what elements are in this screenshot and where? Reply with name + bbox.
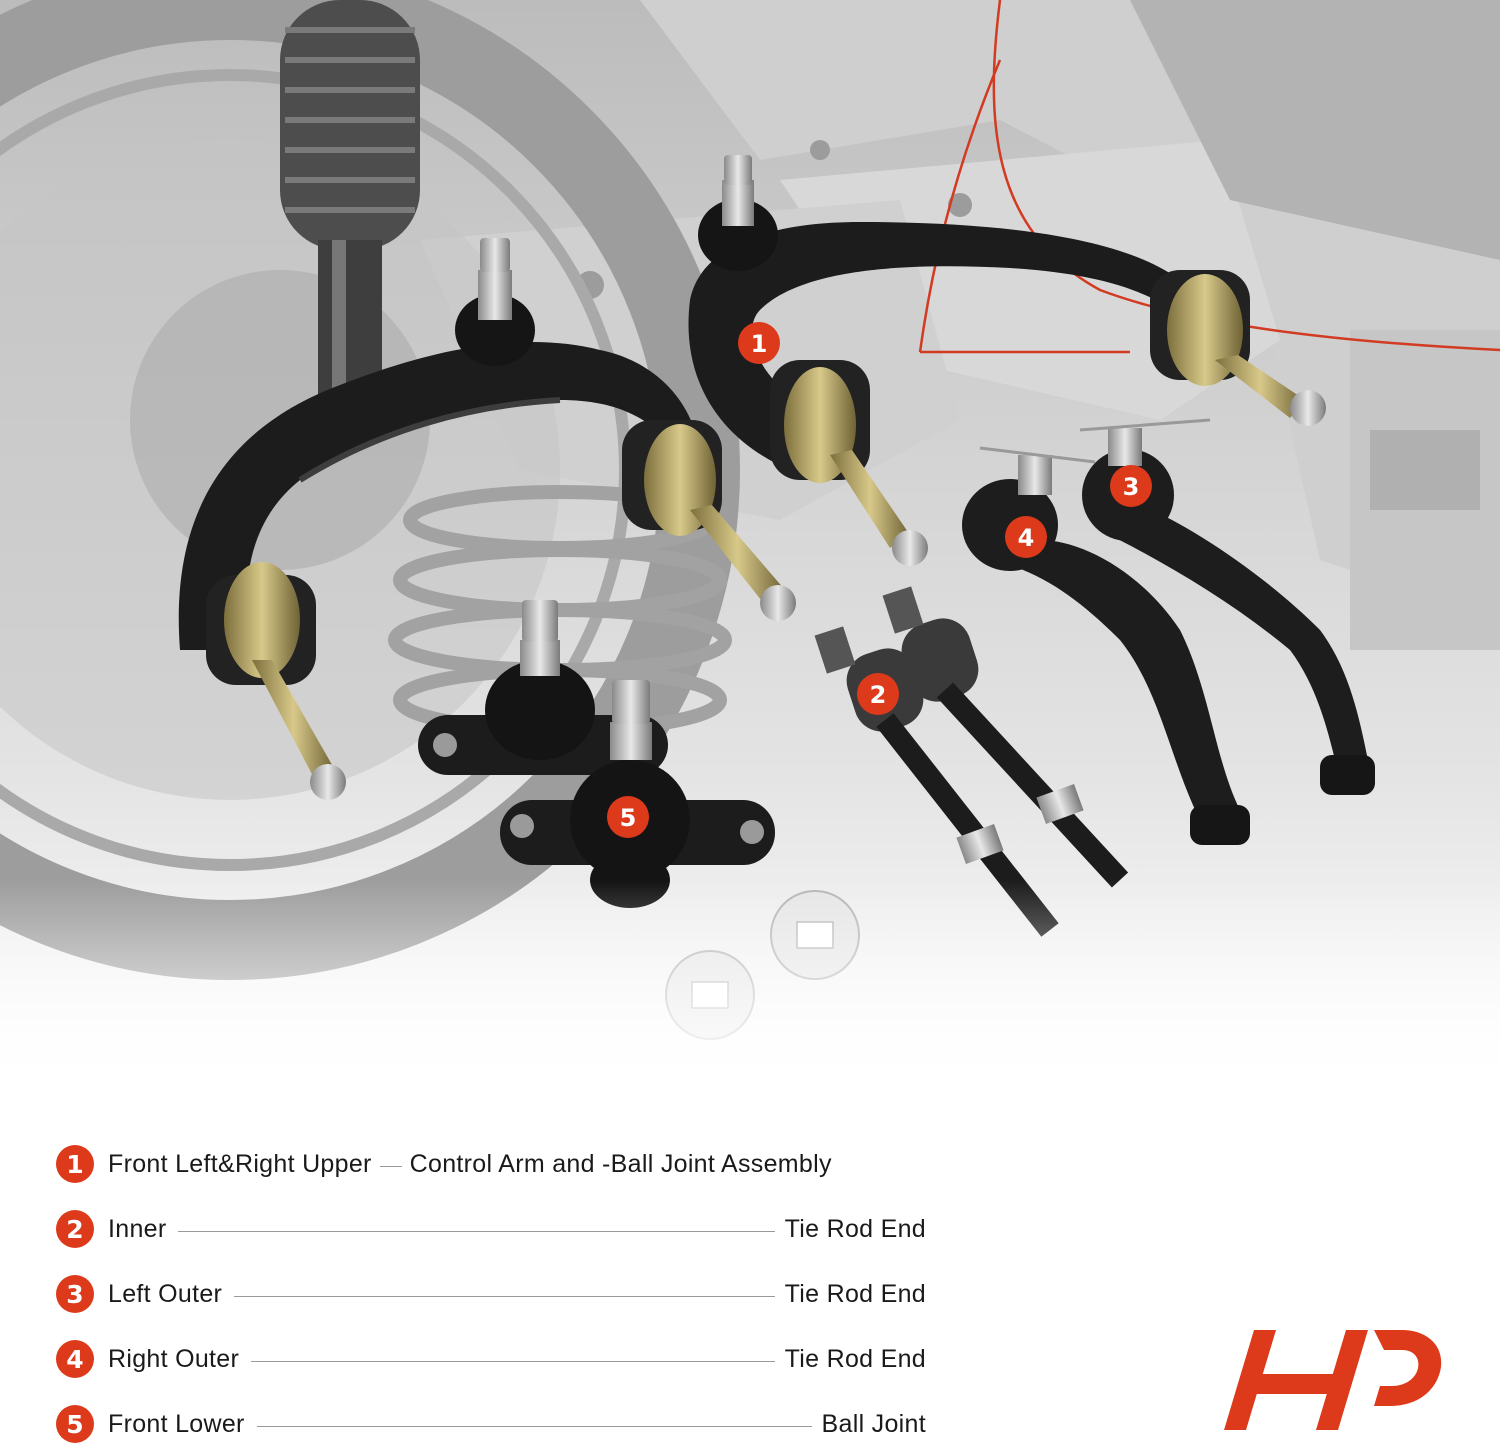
callout-badge-4: 4 [1005, 516, 1047, 558]
legend-badge-3: 3 [56, 1275, 94, 1313]
legend-leader-line-4 [251, 1360, 775, 1362]
legend-badge-5: 5 [56, 1405, 94, 1443]
legend-description-4: Tie Rod End [784, 1344, 926, 1373]
callout-number-1: 1 [751, 330, 768, 358]
callout-number-3: 3 [1123, 473, 1140, 501]
callout-number-5: 5 [620, 804, 637, 832]
product-photo: 1 2 3 4 5 [0, 0, 1500, 1120]
callout-number-4: 4 [1018, 524, 1035, 552]
legend-description-5: Ball Joint [821, 1409, 926, 1438]
legend-row-4: 4 Right Outer Tie Rod End [56, 1339, 926, 1379]
legend-label-5: Front Lower [108, 1409, 245, 1438]
legend-row-2: 2 Inner Tie Rod End [56, 1209, 926, 1249]
callout-badge-5: 5 [607, 796, 649, 838]
legend-badge-4: 4 [56, 1340, 94, 1378]
legend-label-4: Right Outer [108, 1344, 240, 1373]
legend-description-1: Control Arm and -Ball Joint Assembly [409, 1149, 832, 1178]
legend-label-2: Inner [108, 1214, 167, 1243]
upper-control-arm-left [178, 238, 796, 800]
lower-ball-joints [418, 600, 775, 908]
legend-row-3: 3 Left Outer Tie Rod End [56, 1274, 926, 1314]
legend-description-3: Tie Rod End [784, 1279, 926, 1308]
legend-badge-2: 2 [56, 1210, 94, 1248]
legend-label-1: Front Left&Right Upper [108, 1149, 372, 1178]
callout-badge-1: 1 [738, 322, 780, 364]
callout-number-2: 2 [870, 681, 887, 709]
legend-badge-1: 1 [56, 1145, 94, 1183]
legend-leader-line-2 [178, 1230, 775, 1232]
legend-label-3: Left Outer [108, 1279, 223, 1308]
callout-badge-2: 2 [857, 673, 899, 715]
legend-row-1: 1 Front Left&Right Upper Control Arm and… [56, 1144, 926, 1184]
legend-description-2: Tie Rod End [784, 1214, 926, 1243]
legend-row-5: 5 Front Lower Ball Joint [56, 1404, 926, 1444]
callout-badge-3: 3 [1110, 465, 1152, 507]
legend-leader-line-1 [379, 1165, 402, 1167]
legend-leader-line-3 [234, 1295, 775, 1297]
brand-logo-icon [1224, 1330, 1446, 1430]
legend-leader-line-5 [256, 1425, 812, 1427]
upper-control-arm-right [688, 155, 1326, 566]
